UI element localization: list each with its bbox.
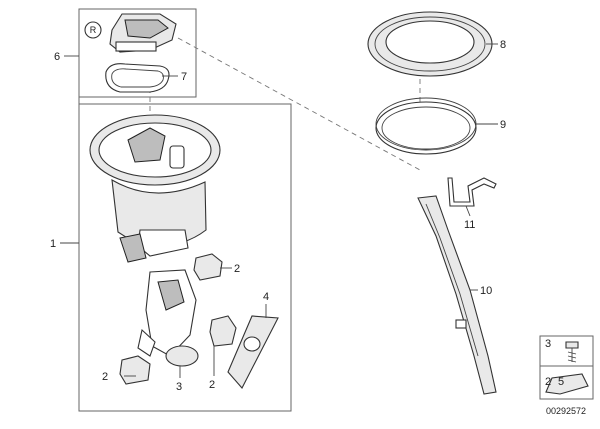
callout-11: 11: [464, 219, 475, 231]
callout-1: 1: [50, 238, 56, 250]
part-lever-tab: [455, 319, 467, 329]
part-clip-11: [447, 177, 497, 207]
callout-4: 4: [263, 291, 269, 303]
callout-2-upper: 2: [234, 263, 240, 275]
callout-8: 8: [500, 39, 506, 51]
part-filter: [227, 315, 279, 389]
part-sealing-ring: [375, 97, 477, 155]
callout-2-lower: 2: [102, 371, 108, 383]
part-lock-ring: [367, 11, 493, 77]
box-connector: [78, 96, 150, 104]
callout-9: 9: [500, 119, 506, 131]
part-clip-upper: [193, 253, 223, 281]
part-seal: [105, 63, 170, 93]
callout-10: 10: [480, 285, 492, 297]
part-lever-sensor: [417, 195, 497, 395]
diagram-code: 00292572: [546, 406, 586, 416]
badge: R: [84, 21, 102, 39]
legend-callout-5: 5: [558, 376, 564, 388]
part-clip-right: [209, 315, 237, 347]
dashed-line-cover-to-ring: [177, 37, 421, 171]
legend-box: [539, 335, 594, 400]
part-fuel-pump-unit: [89, 114, 221, 367]
callout-6: 6: [54, 51, 60, 63]
callout-3-lower: 3: [176, 381, 182, 393]
badge-label: R: [90, 25, 97, 35]
legend-callout-3: 3: [545, 338, 551, 350]
part-clip-lower: [119, 355, 151, 385]
badge-circle: [84, 21, 102, 39]
callout-7: 7: [181, 71, 187, 83]
part-cover: [109, 13, 177, 53]
legend-callout-2: 2: [545, 376, 551, 388]
callout-2-right: 2: [209, 379, 215, 391]
box-fuel-pump-unit: [78, 103, 292, 412]
